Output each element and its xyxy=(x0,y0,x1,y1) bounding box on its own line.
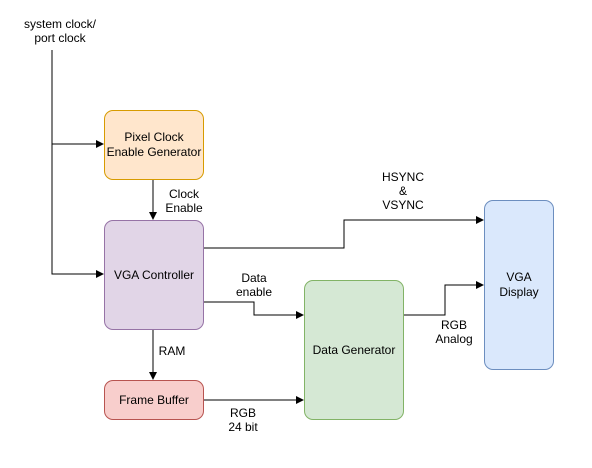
vga-controller-label: VGA Controller xyxy=(113,267,195,282)
pixel-clock-enable-generator-node: Pixel Clock Enable Generator xyxy=(104,110,204,180)
rgb-24bit-label: RGB 24 bit xyxy=(228,406,258,434)
edge-clock-to-vga-controller xyxy=(51,144,104,278)
pixel-clock-enable-generator-label: Pixel Clock Enable Generator xyxy=(106,130,202,159)
system-clock-label: system clock/ port clock xyxy=(23,17,96,45)
ram-label: RAM xyxy=(158,344,186,358)
data-generator-label: Data Generator xyxy=(312,342,396,357)
data-enable-label: Data enable xyxy=(235,271,273,299)
rgb-analog-label: RGB Analog xyxy=(435,318,473,346)
vga-display-label: VGA Display xyxy=(499,270,539,299)
edge-data-enable xyxy=(204,301,304,319)
edge-clock-to-pixel-clock xyxy=(51,50,104,148)
hsync-vsync-label: HSYNC & VSYNC xyxy=(381,170,424,212)
edge-hsync-vsync xyxy=(204,216,484,249)
vga-display-node: VGA Display xyxy=(484,200,554,370)
frame-buffer-node: Frame Buffer xyxy=(104,380,204,420)
vga-controller-node: VGA Controller xyxy=(104,220,204,330)
clock-enable-label: Clock Enable xyxy=(165,187,203,215)
data-generator-node: Data Generator xyxy=(304,280,404,420)
edge-rgb-analog xyxy=(404,281,484,316)
frame-buffer-label: Frame Buffer xyxy=(119,392,189,407)
